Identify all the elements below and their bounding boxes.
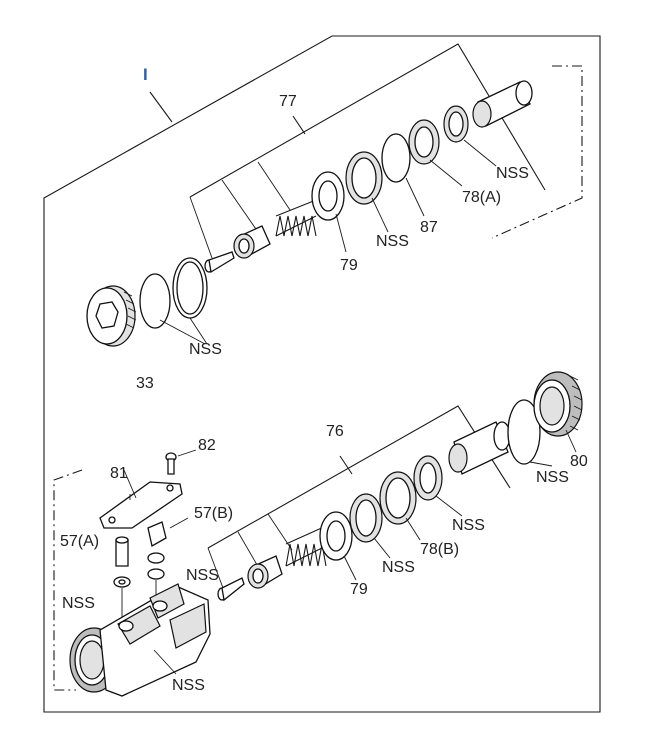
part-57b-fitting bbox=[147, 517, 189, 606]
label-nss-fitting-b: NSS bbox=[186, 567, 219, 584]
label-nss-fitting-a: NSS bbox=[62, 595, 95, 612]
part-82-screw bbox=[165, 449, 197, 475]
spring-upper bbox=[275, 199, 317, 237]
label-77: 77 bbox=[279, 93, 297, 110]
spring-lower bbox=[285, 525, 327, 567]
group-marker-leader bbox=[149, 91, 173, 123]
sleeve-lower bbox=[448, 421, 511, 475]
valve-body-housing bbox=[69, 583, 211, 697]
label-57b: 57(B) bbox=[194, 505, 233, 522]
o-ring-upper-1 bbox=[139, 273, 171, 329]
label-76: 76 bbox=[326, 423, 344, 440]
group-marker-label: I bbox=[143, 65, 148, 84]
label-nss-oring-lower: NSS bbox=[536, 469, 569, 486]
label-80: 80 bbox=[570, 453, 588, 470]
part-80-plug bbox=[533, 371, 583, 453]
part-87-ring bbox=[381, 133, 411, 183]
label-87: 87 bbox=[420, 219, 438, 236]
label-33: 33 bbox=[136, 375, 154, 392]
label-nss-seal-lower: NSS bbox=[382, 559, 415, 576]
lower-assembly: 82 81 57(B) 57(A) NSS NSS NSS 76 79 NSS … bbox=[53, 371, 588, 697]
part-81-plate bbox=[99, 469, 183, 529]
label-nss-ring-upper: NSS bbox=[496, 165, 529, 182]
valve-pin-upper bbox=[204, 251, 235, 274]
sleeve-upper bbox=[472, 80, 533, 128]
valve-pin-lower bbox=[217, 577, 245, 602]
label-79-lower: 79 bbox=[350, 581, 368, 598]
o-ring-lower bbox=[507, 399, 541, 465]
label-78b: 78(B) bbox=[420, 541, 459, 558]
label-nss-body: NSS bbox=[172, 677, 205, 694]
label-nss-seal-upper: NSS bbox=[376, 233, 409, 250]
part-57a-fitting bbox=[113, 536, 131, 628]
label-nss-ring-lower: NSS bbox=[452, 517, 485, 534]
label-nss-orings: NSS bbox=[189, 341, 222, 358]
label-82: 82 bbox=[198, 437, 216, 454]
spool-lower bbox=[247, 555, 283, 589]
label-81: 81 bbox=[110, 465, 128, 482]
part-33-plug bbox=[86, 285, 137, 347]
label-79-upper: 79 bbox=[340, 257, 358, 274]
label-78a: 78(A) bbox=[462, 189, 501, 206]
label-57a: 57(A) bbox=[60, 533, 99, 550]
spool-upper bbox=[233, 225, 271, 259]
diagram-frame bbox=[43, 35, 601, 713]
upper-assembly: 77 NSS 33 79 NSS 87 78(A) NSS bbox=[86, 43, 583, 392]
